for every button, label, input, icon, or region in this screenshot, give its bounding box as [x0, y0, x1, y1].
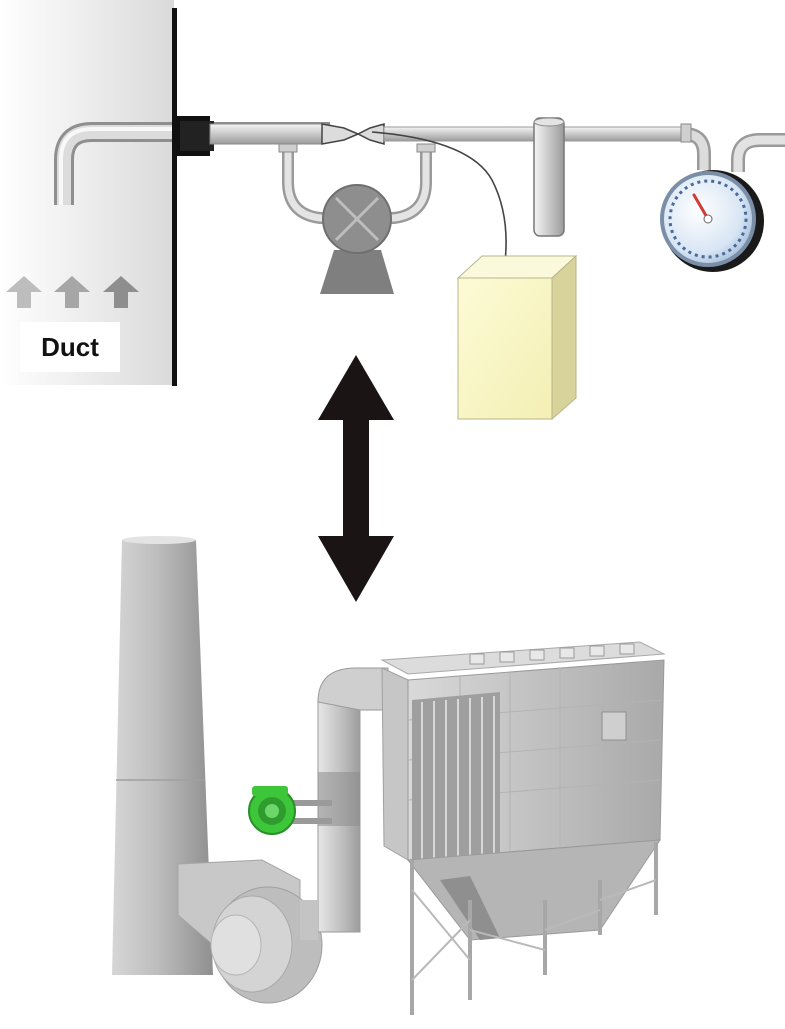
- baghouse: [382, 642, 664, 1015]
- duct-label: Duct: [20, 322, 120, 372]
- venturi-nozzle: [322, 124, 384, 144]
- sample-line: [384, 124, 785, 172]
- pump-icon: [320, 185, 394, 294]
- flow-arrows: [6, 276, 139, 308]
- filter-cylinder: [534, 118, 564, 236]
- controller-box: [458, 256, 576, 419]
- pressure-gauge-icon: [660, 170, 764, 272]
- double-arrow-icon: [318, 355, 394, 602]
- signal-cable: [372, 132, 506, 262]
